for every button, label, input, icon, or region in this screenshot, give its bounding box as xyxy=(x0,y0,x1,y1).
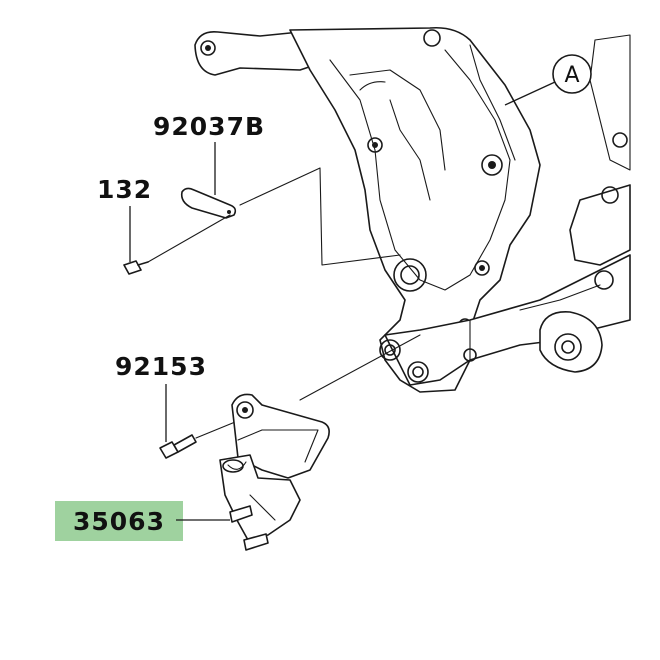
callout-a-circle xyxy=(552,54,592,94)
part-label-35063-highlight xyxy=(55,501,183,541)
engine-frame xyxy=(194,26,631,393)
callout-a: A xyxy=(504,54,592,106)
callout-a-label: A xyxy=(564,63,579,88)
part-label-92037B: 92037B xyxy=(153,112,265,141)
part-label-35063: 35063 xyxy=(73,507,165,536)
part-label-92153: 92153 xyxy=(115,352,207,381)
bracket-35063 xyxy=(219,393,330,551)
bolt-92153 xyxy=(159,434,197,459)
part-35063: 35063 xyxy=(55,393,330,551)
part-92153: 92153 xyxy=(115,334,421,459)
clamp-92037B xyxy=(180,187,237,219)
bolt-132 xyxy=(123,260,149,275)
part-92037B: 92037B xyxy=(153,112,401,266)
part-132: 132 xyxy=(97,175,231,275)
part-label-132: 132 xyxy=(97,175,152,204)
